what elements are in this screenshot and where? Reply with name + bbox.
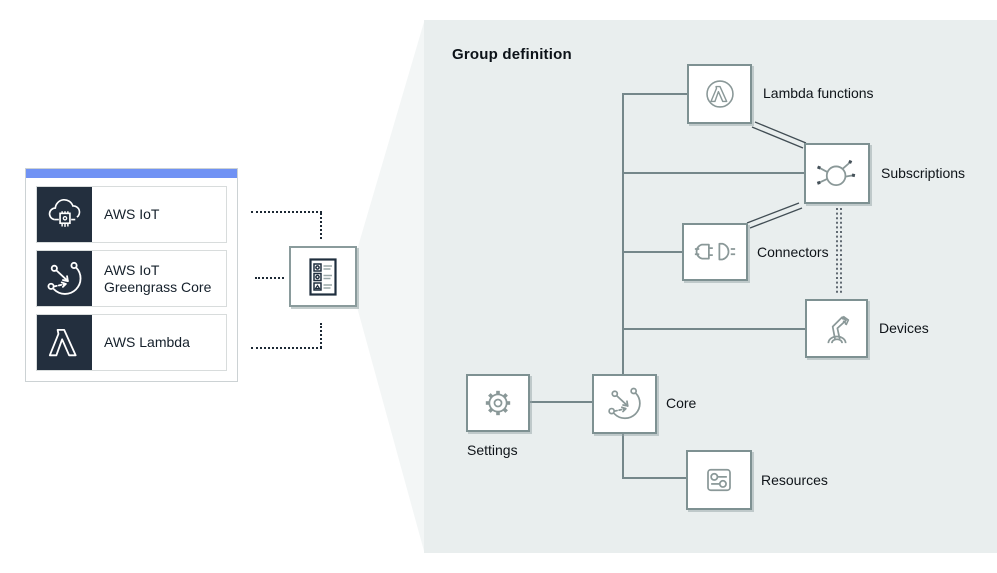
node-lambda-functions: [687, 64, 752, 124]
aws-iot-cloud-icon: [37, 187, 92, 242]
node-settings: [466, 374, 530, 432]
service-label: AWS Lambda: [104, 334, 190, 350]
branch-connectors: [622, 251, 682, 253]
label-devices: Devices: [879, 320, 929, 336]
node-subscriptions: [804, 143, 870, 204]
node-connectors: [682, 223, 748, 281]
subscriptions-hub-icon: [816, 159, 856, 186]
dotted-connector-iot-h: [251, 211, 322, 213]
service-row-greengrass-core: AWS IoT Greengrass Core: [36, 250, 227, 307]
settings-core-line: [530, 401, 592, 403]
core-down-line: [622, 434, 624, 479]
label-core: Core: [666, 395, 697, 411]
card-accent-bar: [26, 169, 237, 178]
greengrass-connections-icon: [37, 251, 92, 306]
node-core: [592, 374, 657, 434]
dotted-connector-core-h: [255, 277, 284, 279]
service-label: AWS IoT: [104, 206, 160, 222]
gear-icon: [485, 390, 511, 416]
lambda-circle-icon: [705, 80, 734, 108]
branch-subscriptions: [622, 172, 804, 174]
plug-connector-icon: [694, 242, 736, 261]
branch-lambda-functions: [622, 93, 687, 95]
label-settings: Settings: [467, 442, 518, 458]
branch-devices: [622, 328, 805, 330]
trunk-line: [622, 93, 624, 375]
label-lambda-functions: Lambda functions: [763, 85, 874, 101]
dotted-connector-lambda-v: [320, 323, 322, 348]
funnel-shape: [357, 22, 424, 551]
lambda-icon: [37, 315, 92, 370]
label-resources: Resources: [761, 472, 828, 488]
dotted-connector-iot-v: [320, 213, 322, 239]
sliders-icon: [707, 468, 731, 492]
group-definition-document-icon: [289, 246, 357, 307]
group-definition-title: Group definition: [452, 46, 572, 63]
node-resources: [686, 450, 752, 510]
label-connectors: Connectors: [757, 244, 829, 260]
dotted-connector-lambda-h: [251, 347, 322, 349]
resources-line: [622, 477, 686, 479]
aws-services-card: AWS IoT AWS IoT Greengrass Core: [25, 168, 238, 382]
service-row-aws-iot: AWS IoT: [36, 186, 227, 243]
greengrass-connections-icon: [607, 387, 641, 420]
robot-arm-icon: [826, 315, 849, 343]
service-label: AWS IoT Greengrass Core: [104, 261, 212, 295]
node-devices: [805, 299, 868, 358]
service-row-aws-lambda: AWS Lambda: [36, 314, 227, 371]
label-subscriptions: Subscriptions: [881, 165, 966, 181]
